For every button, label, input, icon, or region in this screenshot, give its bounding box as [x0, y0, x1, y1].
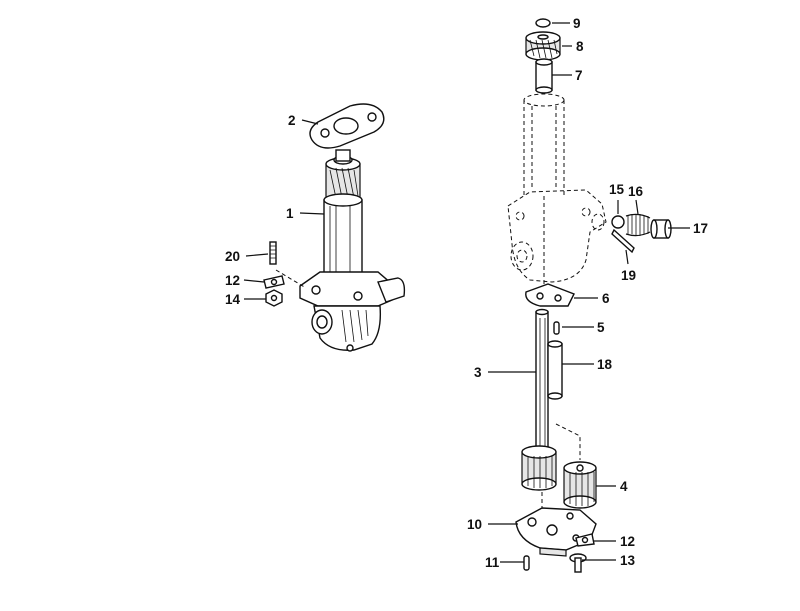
drive-shaft-part-3 [521, 308, 557, 491]
assembled-oil-pump [263, 103, 406, 352]
exploded-oil-pump [507, 18, 672, 573]
gasket-part-2 [309, 103, 385, 149]
callout-5: 5 [597, 320, 605, 335]
callout-10: 10 [467, 517, 482, 532]
callout-15: 15 [609, 182, 625, 197]
spring-part-16 [625, 213, 651, 237]
lock-washer-part-12-left [263, 275, 285, 289]
bushing-part-7 [535, 58, 553, 94]
callout-8: 8 [576, 39, 584, 54]
bolt-part-13 [569, 553, 587, 573]
callout-labels: 1 2 20 12 14 9 8 7 15 16 17 19 6 5 3 18 … [225, 16, 708, 570]
callout-1: 1 [286, 206, 294, 221]
key-part-5 [553, 321, 560, 335]
callout-4: 4 [620, 479, 628, 494]
pump-housing-exploded [507, 93, 607, 296]
drive-gear-top [325, 149, 361, 201]
callout-2: 2 [288, 113, 296, 128]
callout-19: 19 [621, 268, 636, 283]
callout-16: 16 [628, 184, 644, 199]
nut-part-14 [265, 289, 283, 307]
callout-3: 3 [474, 365, 482, 380]
stud-part-20 [269, 241, 277, 265]
pin-part-18 [547, 340, 563, 400]
drive-gear-part-8 [525, 31, 561, 61]
callout-9: 9 [573, 16, 581, 31]
cotter-pin-part-19 [611, 228, 635, 254]
callout-20: 20 [225, 249, 240, 264]
callout-17: 17 [693, 221, 708, 236]
ball-part-15 [611, 215, 625, 229]
callout-12-left: 12 [225, 273, 240, 288]
leader-lines [243, 22, 690, 563]
callout-12-right: 12 [620, 534, 635, 549]
callout-18: 18 [597, 357, 613, 372]
dowel-part-11 [523, 555, 530, 571]
circlip-part-9 [535, 18, 551, 28]
driven-gear-part-4 [563, 461, 597, 509]
lock-washer-part-12-right [575, 533, 595, 547]
callout-11: 11 [485, 555, 500, 570]
plug-part-17 [650, 219, 672, 239]
pump-housing-part-1 [299, 193, 406, 352]
gasket-part-6 [525, 283, 575, 307]
cover-plate-part-10 [515, 507, 597, 557]
callout-14: 14 [225, 292, 241, 307]
callout-7: 7 [575, 68, 583, 83]
callout-6: 6 [602, 291, 610, 306]
callout-13: 13 [620, 553, 636, 568]
